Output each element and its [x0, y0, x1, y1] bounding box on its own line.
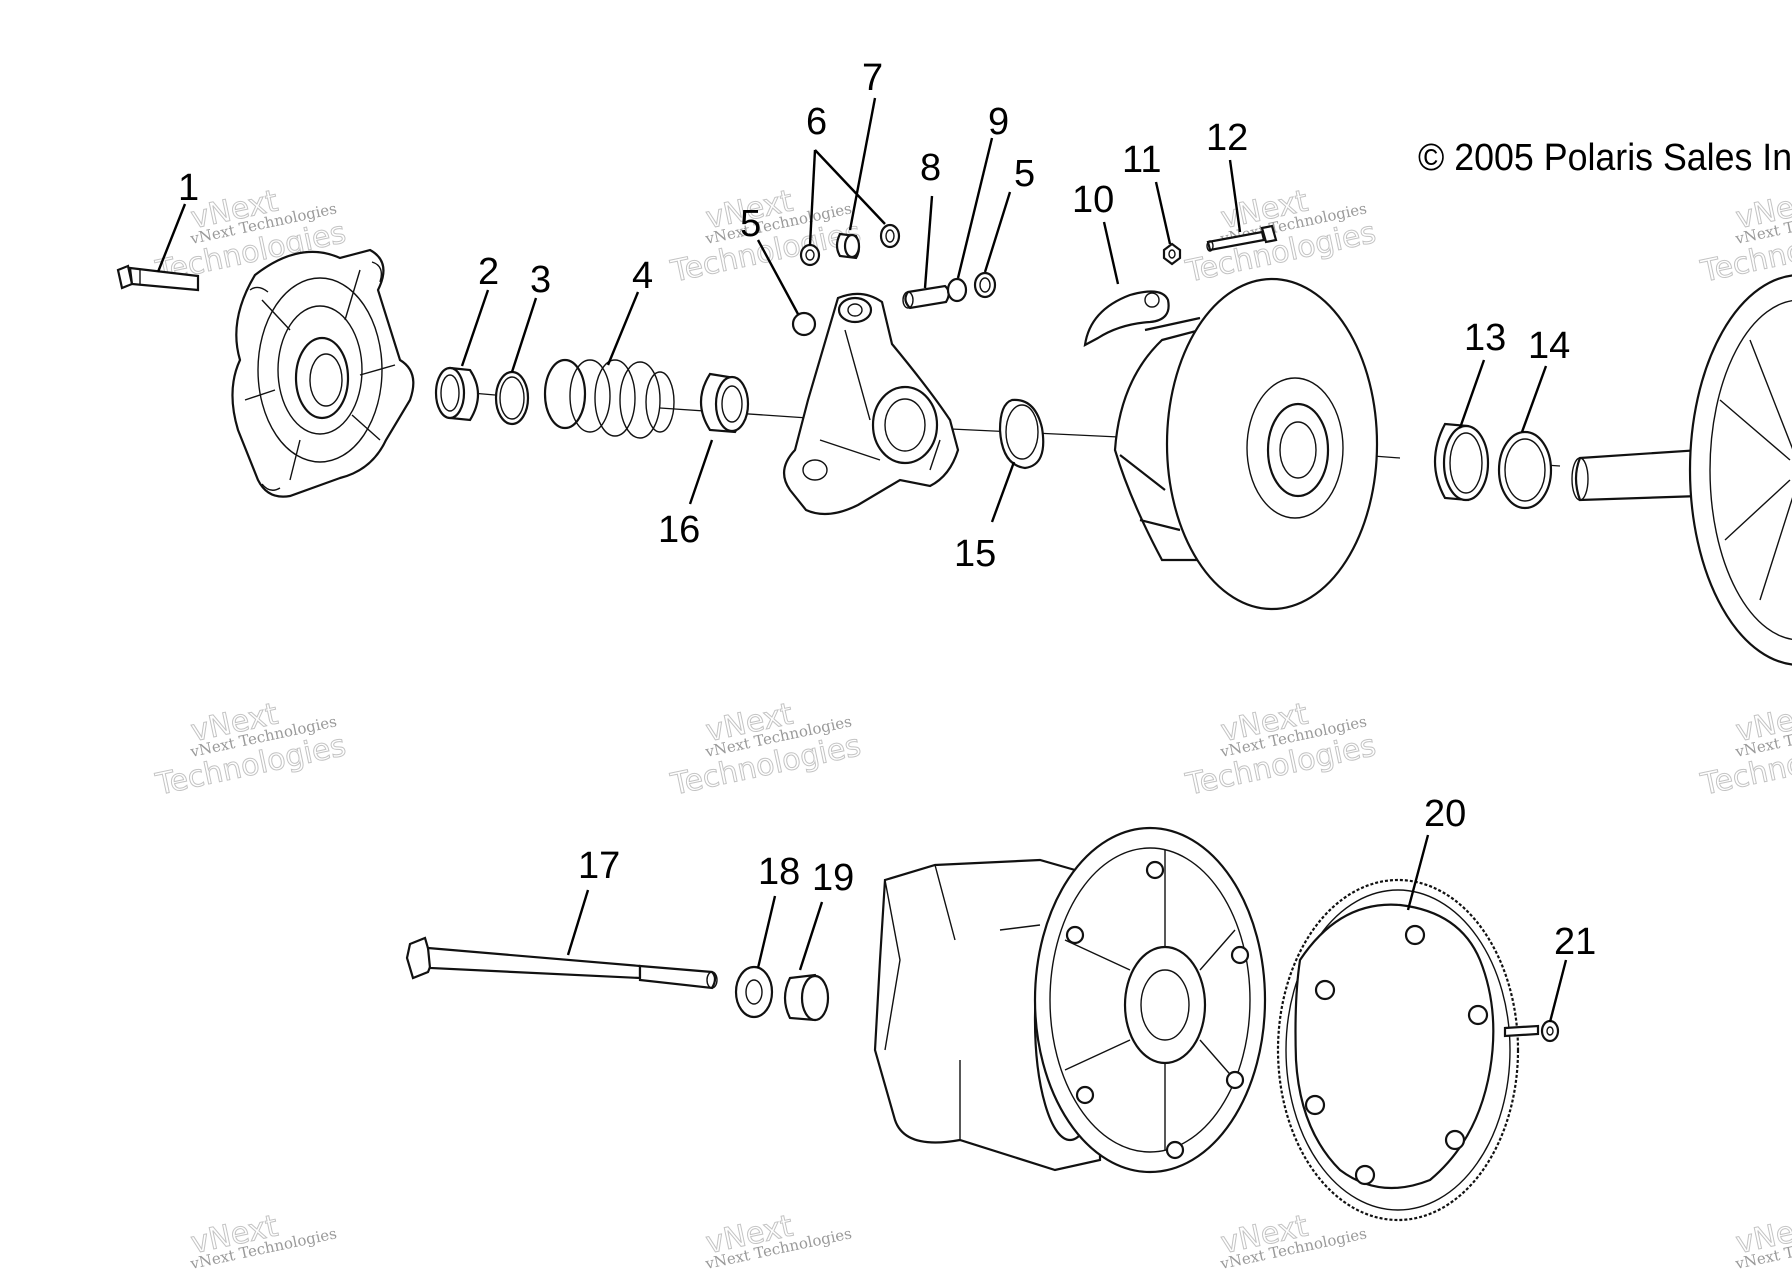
part-spider	[783, 292, 960, 516]
callout-21: 21	[1554, 921, 1596, 963]
part-19-bushing	[783, 973, 830, 1022]
part-6-washer	[799, 243, 821, 267]
part-14-ring	[1497, 430, 1553, 510]
watermark: vNext vNext Technologies	[1217, 1208, 1368, 1273]
watermark: vNext vNext Technologies Technologies	[667, 696, 865, 803]
part-2-bushing	[434, 366, 480, 422]
callout-13: 13	[1464, 317, 1506, 359]
copyright-notice: © 2005 Polaris Sales Inc	[1418, 137, 1792, 179]
callout-5: 5	[740, 203, 761, 245]
watermark: vNext vNext Technologies Technologies	[152, 696, 350, 803]
part-17-bolt	[405, 936, 718, 990]
leader-lines	[156, 97, 1568, 1023]
part-4-spring	[543, 358, 675, 439]
watermark: vNext vNext Technologies	[702, 1208, 853, 1273]
callout-20: 20	[1424, 793, 1466, 835]
callout-10: 10	[1072, 179, 1114, 221]
part-cover	[231, 248, 415, 498]
callout-15: 15	[954, 533, 996, 575]
part-16-spring-seat	[699, 372, 750, 434]
part-10-weight	[1083, 290, 1170, 348]
watermark: vNext vNext Technologies	[187, 1208, 338, 1273]
part-6-washer	[879, 223, 901, 249]
part-15-washer	[998, 398, 1045, 470]
part-21-screw	[1503, 1019, 1560, 1043]
part-5-roller	[973, 271, 997, 299]
part-8-pin	[902, 284, 950, 310]
callout-1: 1	[178, 167, 199, 209]
callout-19: 19	[812, 857, 854, 899]
part-1-bolt	[116, 264, 200, 292]
part-20-ring-gear	[1276, 878, 1520, 1222]
callout-17: 17	[578, 845, 620, 887]
callout-14: 14	[1528, 325, 1570, 367]
callout-8: 8	[920, 147, 941, 189]
callout-18: 18	[758, 851, 800, 893]
callout-9: 9	[988, 101, 1009, 143]
part-5-roller	[791, 311, 817, 337]
callout-11: 11	[1122, 139, 1161, 181]
watermark: vNext vNext Technologies Technologies	[1697, 696, 1792, 803]
part-9-washer	[946, 277, 968, 303]
callout-6: 6	[806, 101, 827, 143]
callout-12: 12	[1206, 117, 1248, 159]
part-fixed-sheave	[1571, 274, 1792, 666]
watermark: vNext vNext Technologies Technologies	[1182, 183, 1380, 290]
part-13-bushing	[1434, 422, 1490, 502]
callouts: 1 2 3 4 5 5 6 7 8 9 10 11 12 13 14 15 16…	[178, 57, 1596, 963]
watermark: vNext vNext Technologies Technologies	[1697, 183, 1792, 290]
watermark: vNext vNext Technologies Technologies	[1182, 696, 1380, 803]
callout-3: 3	[530, 259, 551, 301]
part-clutch-assembly	[873, 826, 1267, 1174]
callout-7: 7	[862, 57, 883, 99]
part-moveable-sheave	[1113, 277, 1379, 611]
callout-2: 2	[478, 251, 499, 293]
callout-16: 16	[658, 509, 700, 551]
part-3-ring	[494, 370, 530, 426]
part-11-nut	[1162, 242, 1182, 266]
callout-5: 5	[1014, 153, 1035, 195]
part-18-washer	[734, 965, 774, 1019]
callout-4: 4	[632, 255, 653, 297]
watermark: vNext vNext Technologies	[1732, 1208, 1792, 1273]
part-7-bushing	[835, 232, 861, 260]
part-12-bolt	[1206, 224, 1278, 252]
